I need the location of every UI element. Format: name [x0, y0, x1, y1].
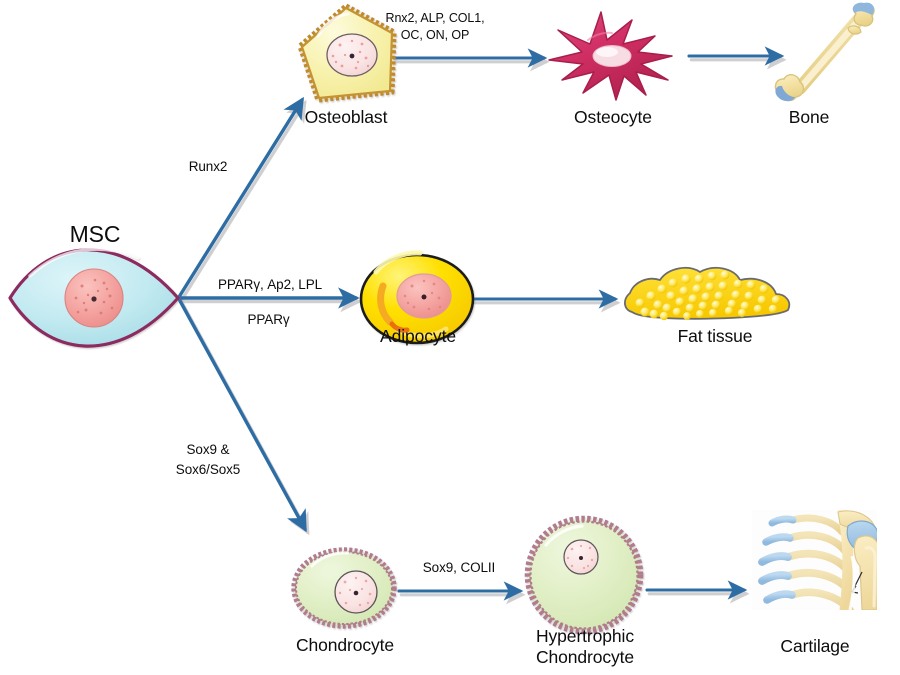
osteoblast-label: Osteoblast [304, 107, 388, 127]
chondro-markers-label: Sox9, COLII [422, 560, 496, 575]
adipo-markers-label-line1: PPARγ, Ap2, LPL [217, 277, 323, 292]
osteo-markers-label-line2: OC, ON, OP [400, 28, 470, 42]
adipo-markers-label-line2: PPARγ [247, 312, 290, 327]
chondro-branch-label-line1: Sox9 & [186, 442, 230, 457]
arrow-adipocyte-to-fattissue [471, 289, 621, 313]
arrow-osteocyte-to-bone [687, 46, 787, 70]
fat-tissue-illustration [624, 266, 791, 321]
adipocyte-label: Adipocyte [380, 326, 456, 346]
adipocyte-nucleus [396, 273, 452, 319]
arrow-msc-to-chondrocyte [177, 297, 310, 536]
arrow-msc-to-osteoblast [177, 96, 307, 302]
msc-cell [8, 247, 180, 348]
chondrocyte-label: Chondrocyte [295, 635, 395, 655]
hypertrophic-chondrocyte-nucleus [563, 539, 599, 575]
msc-nucleus [64, 268, 124, 328]
chondro-branch-label-line2: Sox6/Sox5 [175, 462, 241, 477]
arrow-osteoblast-to-osteocyte [391, 48, 550, 72]
arrow-hypertrophic-to-cartilage [645, 580, 750, 604]
osteo-markers-label-line1: Rnx2, ALP, COL1, [385, 11, 485, 25]
hypertrophic-chondrocyte-cell [524, 515, 644, 635]
osteoblast-nucleus [326, 33, 378, 77]
msc-label: MSC [69, 221, 121, 247]
chondrocyte-cell [291, 547, 397, 629]
cartilage-label: Cartilage [780, 636, 850, 656]
bone-label: Bone [788, 107, 830, 127]
runx2-pathway-label: Runx2 [188, 159, 228, 174]
osteoblast-cell [297, 3, 397, 103]
chondrocyte-nucleus [334, 570, 378, 614]
osteocyte-cell [548, 11, 673, 101]
bone-illustration [774, 2, 875, 102]
fat-globules [635, 270, 781, 321]
arrow-msc-to-adipocyte [177, 287, 362, 313]
cartilage-illustration [752, 510, 877, 610]
adipocyte-cell [359, 250, 475, 345]
arrow-group [177, 46, 787, 605]
fat-tissue-label: Fat tissue [677, 326, 753, 346]
hypertrophic-chondrocyte-label-line1: Hypertrophic [535, 626, 634, 646]
arrow-chondrocyte-to-hypertrophic [397, 581, 526, 605]
osteocyte-label: Osteocyte [574, 107, 652, 127]
hypertrophic-chondrocyte-label-line2: Chondrocyte [535, 647, 635, 667]
